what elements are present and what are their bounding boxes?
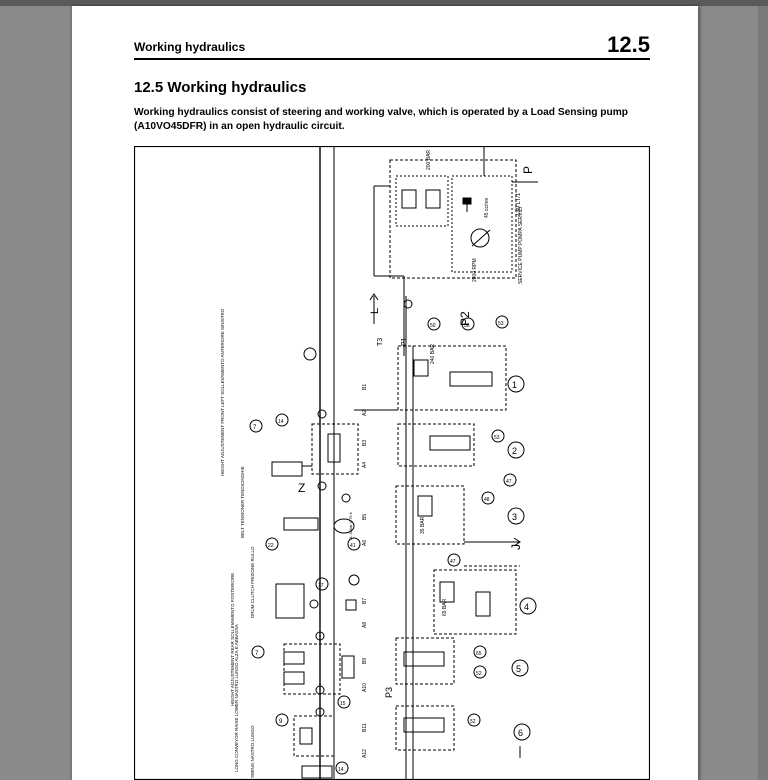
svg-text:3: 3 — [512, 512, 517, 522]
svg-text:48: 48 — [484, 497, 490, 503]
svg-text:14: 14 — [338, 767, 344, 773]
svg-text:5: 5 — [516, 664, 521, 674]
label-200bar: 200 BAR — [426, 150, 432, 170]
svg-text:56: 56 — [464, 323, 470, 329]
viewer-top-bar — [0, 0, 768, 6]
svg-text:A4: A4 — [362, 462, 368, 468]
svg-text:HEIGHT ADJUSTEMENT REAR SOLLEV: HEIGHT ADJUSTEMENT REAR SOLLEVAMENTO POS… — [230, 573, 235, 706]
svg-text:52: 52 — [470, 719, 476, 725]
viewer-right-gutter — [758, 6, 768, 780]
svg-text:Z: Z — [298, 481, 305, 495]
svg-text:6: 6 — [518, 728, 523, 738]
svg-text:LONG CONVEYOR RAISE LOWER NAST: LONG CONVEYOR RAISE LOWER NASTRO LUNGO A… — [234, 624, 239, 772]
svg-text:1: 1 — [512, 380, 517, 390]
svg-text:22: 22 — [268, 543, 274, 549]
svg-text:SERVICE PUMP POMPA SERVIZI: SERVICE PUMP POMPA SERVIZI — [518, 207, 524, 284]
svg-text:52: 52 — [476, 671, 482, 677]
svg-text:50: 50 — [430, 323, 436, 329]
svg-text:15: 15 — [340, 701, 346, 707]
svg-text:HEIGHT ADJUSTEMENT FRONT LEFT: HEIGHT ADJUSTEMENT FRONT LEFT SOLLEVAMEN… — [220, 308, 225, 476]
svg-text:130 LT/1': 130 LT/1' — [516, 192, 522, 216]
running-header-title: Working hydraulics — [134, 40, 246, 54]
svg-text:P1: P1 — [401, 337, 408, 346]
svg-text:7: 7 — [255, 651, 259, 657]
svg-text:A12: A12 — [362, 749, 368, 758]
hydraulic-schematic: 200 BAR 45 cc/rev 130 LT/1' 2800 RPM SER… — [134, 146, 650, 780]
svg-text:9: 9 — [279, 719, 283, 725]
svg-text:14: 14 — [278, 419, 284, 425]
running-header-number: 12.5 — [607, 32, 650, 57]
svg-text:T3: T3 — [377, 338, 384, 346]
svg-text:47: 47 — [506, 479, 512, 485]
svg-text:SWING NASTRO LUNGO: SWING NASTRO LUNGO — [250, 725, 255, 778]
svg-text:65 BAR: 65 BAR — [442, 598, 448, 616]
header-divider — [134, 58, 650, 60]
svg-text:53: 53 — [494, 435, 500, 441]
svg-text:B9: B9 — [362, 658, 368, 664]
svg-text:L: L — [369, 308, 381, 314]
intro-paragraph: Working hydraulics consist of steering a… — [134, 107, 629, 132]
svg-text:240 BAR: 240 BAR — [430, 344, 436, 364]
svg-text:DRUM CLUTCH FRIZIONE RULLO: DRUM CLUTCH FRIZIONE RULLO — [250, 546, 255, 618]
svg-text:A10: A10 — [362, 683, 368, 692]
svg-text:J: J — [509, 544, 523, 550]
svg-text:17: 17 — [318, 583, 324, 589]
svg-text:BELT TENSIONER TENDICINGHIE: BELT TENSIONER TENDICINGHIE — [240, 466, 245, 538]
svg-text:2800 RPM: 2800 RPM — [472, 258, 478, 282]
svg-text:7: 7 — [253, 425, 257, 431]
svg-text:47: 47 — [450, 559, 456, 565]
svg-text:A6: A6 — [362, 540, 368, 546]
label-p-top: P — [521, 166, 535, 174]
svg-text:A8: A8 — [362, 622, 368, 628]
svg-text:41: 41 — [350, 543, 356, 549]
document-page: Working hydraulics 12.5 12.5 Working hyd… — [72, 6, 698, 780]
svg-text:P3: P3 — [384, 687, 394, 698]
svg-text:2: 2 — [512, 446, 517, 456]
svg-text:35 BAR: 35 BAR — [420, 516, 426, 534]
svg-text:65: 65 — [476, 651, 482, 657]
svg-text:A2: A2 — [362, 410, 368, 416]
svg-text:B5: B5 — [362, 514, 368, 520]
svg-text:45 cc/rev: 45 cc/rev — [484, 197, 490, 218]
svg-text:B1: B1 — [362, 384, 368, 390]
svg-text:B7: B7 — [362, 598, 368, 604]
svg-text:4: 4 — [524, 602, 529, 612]
svg-text:B11: B11 — [362, 723, 368, 732]
svg-text:2L 35bar 0.75 lt: 2L 35bar 0.75 lt — [348, 511, 353, 540]
svg-text:B3: B3 — [362, 440, 368, 446]
section-title: 12.5 Working hydraulics — [134, 79, 307, 96]
svg-text:53: 53 — [498, 321, 504, 327]
